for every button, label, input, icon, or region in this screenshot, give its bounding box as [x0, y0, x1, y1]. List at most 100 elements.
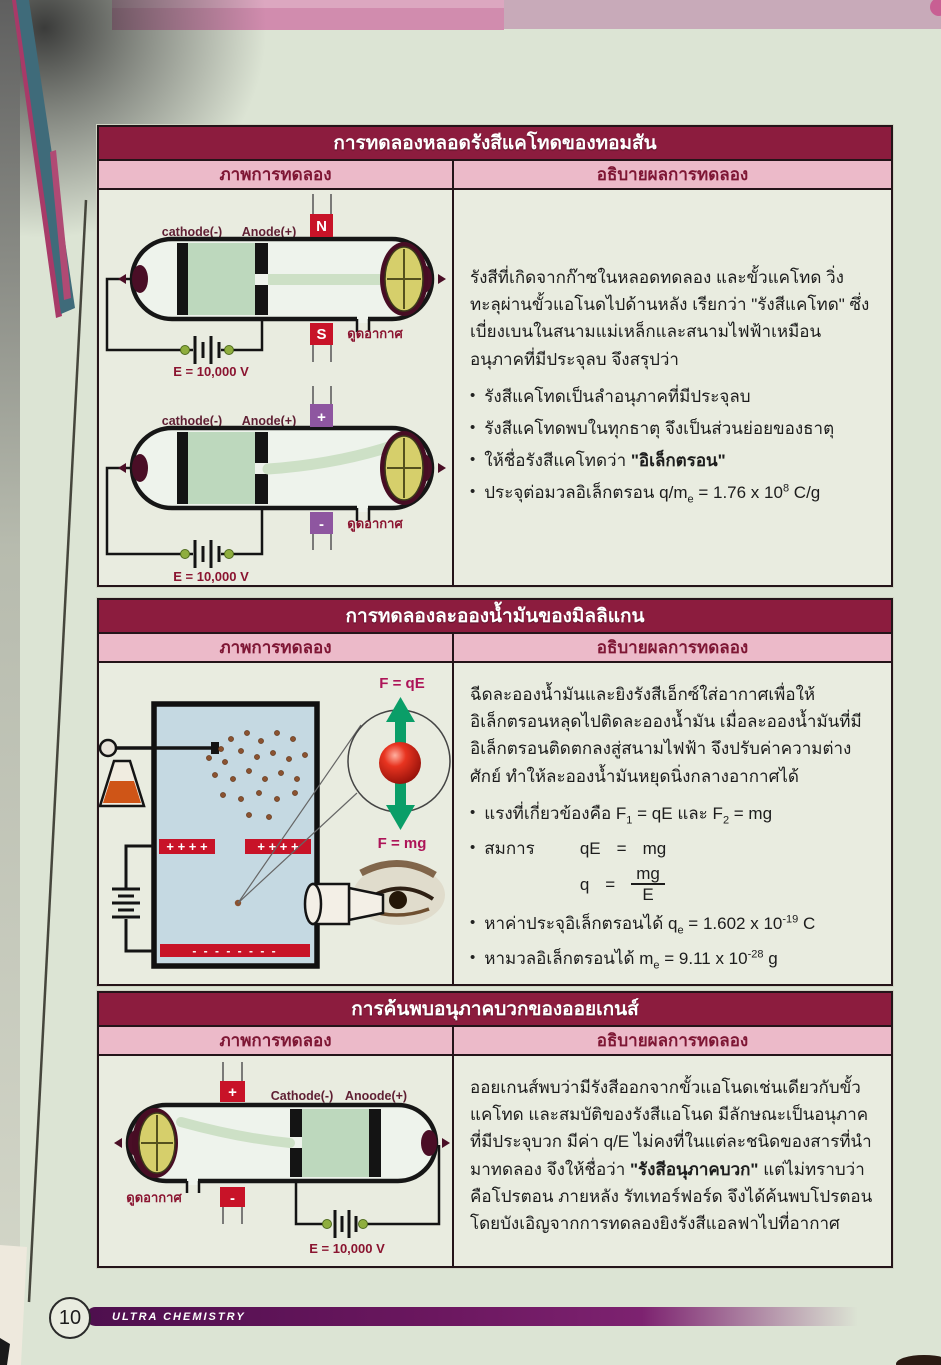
cathode-label: cathode(-): [162, 225, 222, 239]
plus-plate-label: + + + +: [257, 839, 299, 854]
explanation-cell: ฉีดละอองน้ำมันและยิงรังสีเอ็กซ์ใส่อากาศเ…: [454, 663, 891, 984]
anode-label: Anode(+): [242, 225, 297, 239]
footer-brand-bar: ULTRA CHEMISTRY: [86, 1307, 858, 1326]
battery: [180, 336, 234, 364]
crt-magnet-diagram: cathode(-) Anode(+): [105, 194, 446, 379]
cathode-bar-bottom: [290, 1148, 302, 1177]
table-title: การทดลองหลอดรังสีแคโทดของทอมสัน: [99, 127, 891, 161]
column-header-row: ภาพการทดลอง อธิบายผลการทดลอง: [99, 634, 891, 663]
positive-plate: [310, 404, 333, 427]
minus-label: -: [230, 1190, 235, 1207]
table-body: cathode(-) Anode(+): [99, 190, 891, 585]
voltage-label: E = 10,000 V: [173, 364, 249, 379]
wire: [124, 919, 154, 953]
list-item: •รังสีแคโทดพบในทุกธาตุ จึงเป็นส่วนย่อยขอ…: [470, 418, 835, 438]
wire: [367, 1145, 441, 1226]
column-header-diagram: ภาพการทดลอง: [99, 1027, 454, 1054]
force-mg-label: F = mg: [378, 835, 427, 852]
vacuum-label: ดูดอากาศ: [347, 516, 403, 532]
plus-plate-label: + + + +: [166, 839, 208, 854]
diagram-cell: + + + + + + + + - - - - - - - -: [99, 663, 454, 984]
anode-bar-top: [255, 432, 268, 463]
explanation-cell: รังสีที่เกิดจากก๊าซในหลอดทดลอง และขั้วแค…: [454, 190, 891, 585]
force-qe-label: F = qE: [379, 675, 424, 692]
negative-plate: [160, 944, 310, 957]
battery: [322, 1210, 368, 1238]
positive-ray-beam: [176, 1117, 295, 1148]
anode-ray-tube-diagram: Cathode(-) Anoode(+) +: [114, 1062, 450, 1256]
oil-drop-chamber: [151, 701, 320, 969]
list-item: •ให้ชื่อรังสีแคโทดว่า "อิเล็กตรอน": [470, 451, 726, 471]
negative-plate: [220, 1187, 245, 1207]
negative-plate: [310, 512, 333, 534]
cathode-bar-top: [290, 1109, 302, 1137]
tube-left-cap: [132, 454, 148, 482]
diagram-cell: cathode(-) Anode(+): [99, 190, 454, 585]
column-header-diagram: ภาพการทดลอง: [99, 161, 454, 188]
top-band-mauve: [504, 0, 941, 29]
magnet-south: [310, 323, 333, 345]
wire: [221, 317, 264, 352]
voltage-label: E = 10,000 V: [173, 569, 249, 584]
brand-title: ULTRA CHEMISTRY: [112, 1310, 246, 1323]
voltage-label: E = 10,000 V: [309, 1241, 385, 1256]
cathode-ray-beam: [268, 274, 386, 285]
column-header-explanation: อธิบายผลการทดลอง: [596, 165, 749, 184]
magnet-north: [310, 214, 333, 237]
bottom-left-black-corner: [0, 1338, 10, 1365]
anode-bar-bottom: [255, 285, 268, 315]
left-edge-magenta-2: [50, 150, 71, 300]
oil-drop-apparatus-diagram: + + + + + + + + - - - - - - - -: [99, 675, 451, 969]
bottom-right-blob: [896, 1355, 941, 1365]
page-number-badge: 10: [49, 1297, 91, 1339]
wire: [294, 1177, 323, 1226]
cathode-label: cathode(-): [162, 414, 222, 428]
gas-region: [188, 243, 255, 315]
table-title: การทดลองละอองน้ำมันของมิลลิแกน: [99, 600, 891, 634]
paragraph: รังสีที่เกิดจากก๊าซในหลอดทดลอง และขั้วแค…: [470, 268, 870, 369]
table-body: + + + + + + + + - - - - - - - -: [99, 663, 891, 984]
column-header-row: ภาพการทดลอง อธิบายผลการทดลอง: [99, 1027, 891, 1056]
positive-ray-discovery-table: การค้นพบอนุภาคบวกของออยเกนส์ ภาพการทดลอง…: [97, 991, 893, 1268]
anode-bar-top: [255, 243, 268, 274]
anode-label: Anode(+): [242, 414, 297, 428]
page-number: 10: [58, 1306, 82, 1329]
minus-plate-label: - - - - - - - -: [192, 944, 277, 958]
paragraph: ฉีดละอองน้ำมันและยิงรังสีเอ็กซ์ใส่อากาศเ…: [470, 685, 862, 786]
anode-label: Anoode(+): [345, 1089, 407, 1103]
gas-region: [188, 432, 255, 504]
bottom-left-under-page: [0, 1245, 27, 1365]
diagram-cell: Cathode(-) Anoode(+) +: [99, 1056, 454, 1266]
charged-oil-drop: [379, 742, 421, 784]
millikan-experiment-table: การทดลองละอองน้ำมันของมิลลิแกน ภาพการทดล…: [97, 598, 893, 986]
list-item: •หามวลอิเล็กตรอนได้ me = 9.11 x 10-28 g: [470, 948, 778, 972]
wire: [221, 504, 264, 556]
column-header-explanation: อธิบายผลการทดลอง: [596, 638, 749, 657]
minus-label: -: [319, 516, 324, 533]
bullet-list: •รังสีแคโทดเป็นลำอนุภาคที่มีประจุลบ •รัง…: [470, 383, 873, 510]
tube-right-cap: [421, 1130, 437, 1156]
force-arrows: [386, 697, 415, 830]
anode-bar: [369, 1109, 381, 1177]
equation-label: สมการ: [484, 838, 535, 858]
left-edge-grey: [0, 0, 20, 1365]
vacuum-label: ดูดอากาศ: [126, 1190, 182, 1206]
column-header-diagram: ภาพการทดลอง: [99, 634, 454, 661]
wire: [124, 844, 154, 889]
microscope: [303, 882, 385, 926]
anode-bar-bottom: [255, 474, 268, 504]
top-right-pink-blob: [930, 0, 941, 16]
table-body: Cathode(-) Anoode(+) +: [99, 1056, 891, 1266]
magnet-n-label: N: [316, 218, 327, 235]
plus-label: +: [317, 409, 326, 426]
magnet-s-label: S: [316, 326, 326, 343]
bullet-list: •แรงที่เกี่ยวข้องคือ F1 = qE และ F2 = mg…: [470, 800, 873, 975]
oil-droplets: [206, 730, 308, 820]
column-header-row: ภาพการทดลอง อธิบายผลการทดลอง: [99, 161, 891, 190]
list-item: •ประจุต่อมวลอิเล็กตรอน q/me = 1.76 x 108…: [470, 482, 821, 506]
list-item: •แรงที่เกี่ยวข้องคือ F1 = qE และ F2 = mg: [470, 803, 773, 827]
battery: [112, 887, 140, 919]
